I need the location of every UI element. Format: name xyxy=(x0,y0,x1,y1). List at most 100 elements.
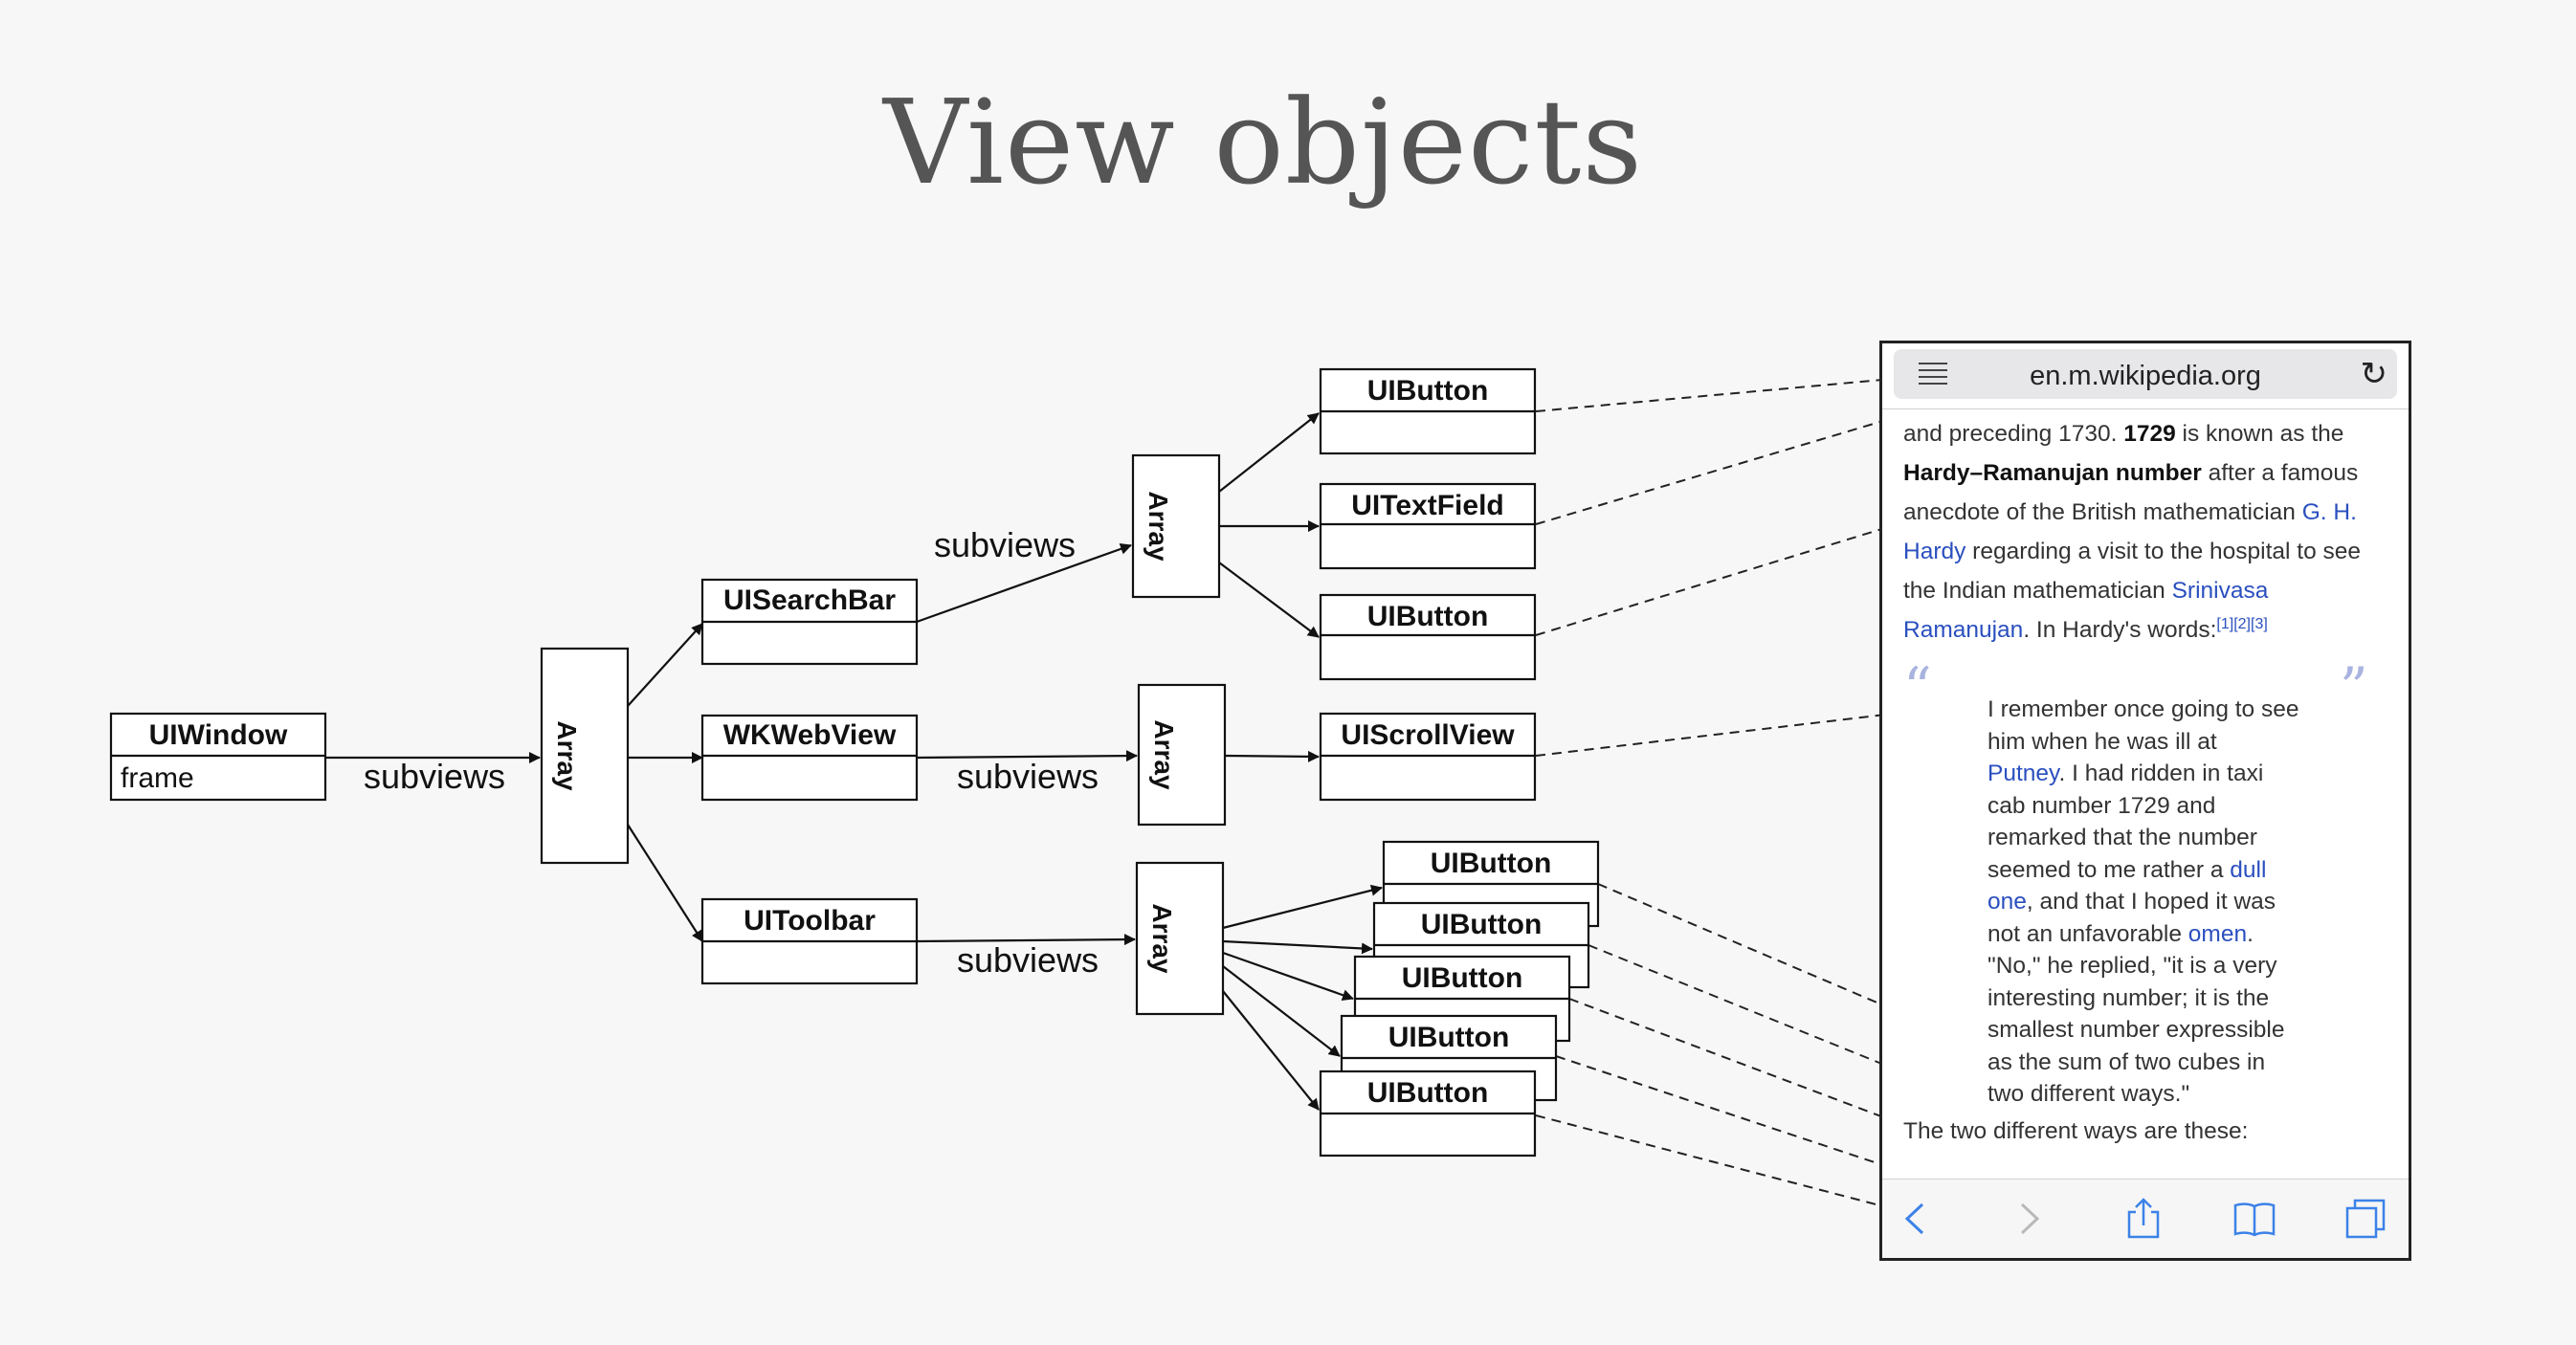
edge-array-toolbar-btn2 xyxy=(1222,939,1373,955)
uibutton-top-node: UIButton xyxy=(1319,367,1537,455)
edge-label-subviews-3: subviews xyxy=(957,757,1099,796)
after-quote-text: The two different ways are these: xyxy=(1903,1118,2249,1144)
edge-wkwebview-array xyxy=(916,750,1138,762)
uitextfield-title: UITextField xyxy=(1351,490,1503,521)
quote-line: I remember once going to see xyxy=(1988,696,2299,722)
link-hardy[interactable]: Hardy xyxy=(1903,539,1966,564)
connector-reader-button xyxy=(1535,376,1915,412)
open-quote-mark: “ xyxy=(1903,655,1932,720)
article-text-segment: regarding a visit to the hospital to see xyxy=(1965,539,2362,564)
link-omen[interactable]: omen xyxy=(2187,920,2248,947)
edge-uisearchbar-array xyxy=(916,543,1132,624)
edge-array-uitoolbar xyxy=(627,824,703,942)
tabs-icon[interactable] xyxy=(2343,1197,2387,1241)
array-node-3: Array xyxy=(1137,683,1227,827)
link-one[interactable]: one xyxy=(1988,889,2027,915)
array-node-4: Array xyxy=(1135,861,1225,1016)
url-text[interactable]: en.m.wikipedia.org xyxy=(2030,361,2261,391)
article-text: and preceding 1730. 1729 is known as the… xyxy=(1903,414,2401,650)
array-node-1: Array xyxy=(540,647,630,865)
article-text-segment: anecdote of the British mathematician xyxy=(1903,499,2302,525)
quote-line: him when he was ill at xyxy=(1988,728,2217,755)
uisearchbar-title: UISearchBar xyxy=(723,584,896,616)
uibutton-mid-title: UIButton xyxy=(1367,601,1489,632)
array-4-label: Array xyxy=(1147,903,1177,974)
uibutton-top-title: UIButton xyxy=(1367,375,1489,407)
connector-tabs-button xyxy=(1597,883,2368,1212)
blockquote: I remember once going to see him when he… xyxy=(1988,694,2303,1111)
edge-array-toolbar-btn4 xyxy=(1222,965,1341,1057)
uitoolbar-title: UIToolbar xyxy=(744,905,876,937)
quote-line: remarked that the number xyxy=(1988,825,2257,850)
forward-icon[interactable] xyxy=(2007,1197,2051,1241)
browser-toolbar xyxy=(1882,1179,2409,1258)
toolbar-uibutton-2-title: UIButton xyxy=(1421,909,1543,940)
hierarchy-edges xyxy=(325,412,1383,1111)
back-icon[interactable] xyxy=(1896,1197,1940,1241)
wkwebview-node: WKWebView xyxy=(700,714,919,802)
citation-links[interactable]: [1][2][3] xyxy=(2216,615,2268,632)
quote-line: "No," he replied, "it is a very xyxy=(1988,953,2277,979)
quote-line: interesting number; it is the xyxy=(1988,984,2270,1011)
quote-line: smallest number expressible xyxy=(1988,1017,2285,1043)
toolbar-uibutton-1-title: UIButton xyxy=(1431,848,1552,879)
edge-array-uiscrollview xyxy=(1224,750,1320,762)
uitoolbar-node: UIToolbar xyxy=(700,897,919,985)
uiwindow-title: UIWindow xyxy=(149,719,288,751)
uisearchbar-node: UISearchBar xyxy=(700,578,919,666)
edge-label-subviews-1: subviews xyxy=(364,757,505,796)
uiwindow-frame-prop: frame xyxy=(121,762,194,794)
quote-line: cab number 1729 and xyxy=(1988,792,2216,819)
quote-line: not an unfavorable xyxy=(1988,920,2188,947)
edge-array-toolbar-btn3 xyxy=(1222,951,1354,1001)
toolbar-uibutton-5-title: UIButton xyxy=(1367,1077,1489,1109)
uiwindow-node: UIWindow frame xyxy=(109,712,327,802)
quote-line: . I had ridden in taxi xyxy=(2058,761,2264,786)
bookmarks-icon[interactable] xyxy=(2232,1197,2276,1241)
edge-label-subviews-2: subviews xyxy=(934,525,1076,564)
quote-line: as the sum of two cubes in xyxy=(1988,1048,2266,1075)
quote-line: two different ways." xyxy=(1988,1081,2190,1107)
edge-label-subviews-4: subviews xyxy=(957,940,1099,980)
reload-icon[interactable]: ↻ xyxy=(2360,355,2388,393)
quote-line: . xyxy=(2247,920,2254,947)
reader-mode-icon[interactable] xyxy=(1919,363,1947,386)
edge-array-toolbar-btn5 xyxy=(1222,990,1320,1111)
link-g-h-hardy[interactable]: G. H. xyxy=(2301,499,2357,525)
quote-line: , and that I hoped it was xyxy=(2026,889,2276,915)
link-dull[interactable]: dull xyxy=(2230,856,2267,883)
share-icon[interactable] xyxy=(2121,1197,2165,1241)
phone-screenshot: en.m.wikipedia.org ↻ and preceding 1730.… xyxy=(1879,341,2411,1261)
address-bar-divider xyxy=(1882,408,2409,409)
toolbar-uibutton-5: UIButton xyxy=(1319,1069,1537,1158)
array-3-label: Array xyxy=(1149,719,1179,790)
link-srinivasa[interactable]: Srinivasa xyxy=(2171,578,2269,604)
edge-array-uibutton-top xyxy=(1218,412,1320,493)
close-quote-mark: ” xyxy=(2340,655,2368,720)
article-text-segment: and preceding 1730. xyxy=(1903,421,2124,447)
array-1-label: Array xyxy=(552,720,582,791)
article-text-segment: . In Hardy's words: xyxy=(2023,617,2217,643)
array-node-2: Array xyxy=(1131,453,1221,599)
connector-share-button xyxy=(1568,998,2148,1218)
uiscrollview-title: UIScrollView xyxy=(1341,719,1515,751)
uiscrollview-node: UIScrollView xyxy=(1319,712,1537,802)
article-text-segment: after a famous xyxy=(2201,460,2359,486)
quote-line: seemed to me rather a xyxy=(1988,856,2231,883)
uitextfield-node: UITextField xyxy=(1319,482,1537,570)
edge-uitoolbar-array xyxy=(916,934,1136,946)
toolbar-button-stack: UIButton UIButton UIButton UIButton UIBu… xyxy=(1319,840,1600,1158)
toolbar-uibutton-4-title: UIButton xyxy=(1388,1022,1510,1053)
edge-array-uibutton-mid xyxy=(1218,562,1320,638)
link-putney[interactable]: Putney xyxy=(1988,761,2059,786)
connector-scrollview xyxy=(1535,711,1911,757)
edge-array-uisearchbar xyxy=(627,623,703,707)
edge-array-toolbar-btn1 xyxy=(1222,884,1383,930)
wkwebview-title: WKWebView xyxy=(723,719,897,751)
link-ramanujan[interactable]: Ramanujan xyxy=(1903,617,2024,643)
address-bar[interactable]: en.m.wikipedia.org ↻ xyxy=(1894,349,2397,399)
article-bold-term: Hardy–Ramanujan number xyxy=(1903,460,2202,486)
article-text-segment: is known as the xyxy=(2175,421,2344,447)
slide-title: View objects xyxy=(883,75,1643,210)
article-text-segment: the Indian mathematician xyxy=(1903,578,2172,604)
